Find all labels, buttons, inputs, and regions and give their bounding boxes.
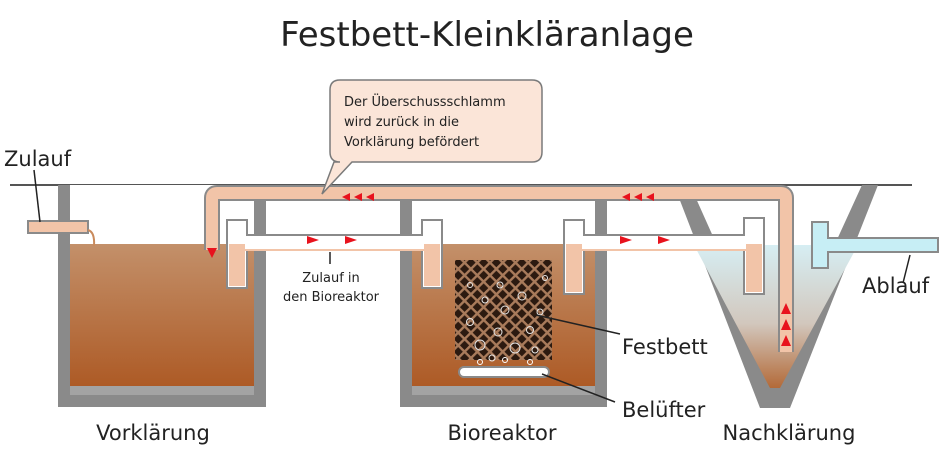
inflow-reactor-label-2: den Bioreaktor (283, 290, 380, 305)
outflow-label: Ablauf (862, 274, 930, 298)
bioreactor-label: Bioreaktor (448, 421, 557, 445)
red-triangle-arrow-icon (207, 193, 791, 346)
aerator-bubble-icon (477, 357, 533, 365)
pre-clarification-tank (58, 185, 266, 407)
secondary-clarification-label: Nachklärung (723, 421, 856, 445)
aerator (458, 366, 550, 378)
callout-line-1: Der Überschussschlamm (344, 93, 506, 110)
fixed-bed-leader (535, 314, 621, 335)
fixed-bed-label: Festbett (622, 335, 708, 359)
callout-line-2: wird zurück in die (344, 115, 459, 130)
pre-clarification-label: Vorklärung (96, 421, 210, 445)
inflow-reactor-label-1: Zulauf in (302, 271, 360, 286)
inflow-label: Zulauf (4, 147, 72, 171)
secondary-clarification-tank (674, 185, 878, 408)
air-bubble-icon (466, 275, 548, 362)
callout-bubble (321, 79, 543, 195)
secondary-clarification-water (694, 245, 858, 388)
outflow-pipe (811, 221, 939, 269)
fixed-bed (455, 260, 552, 360)
aerator-leader (541, 373, 616, 403)
recirculation-pipe (206, 187, 792, 352)
inflow-pipe (27, 169, 96, 247)
pre-clarification-sludge (70, 244, 254, 387)
aerator-label: Belüfter (622, 398, 706, 422)
callout-line-3: Vorklärung befördert (344, 135, 479, 150)
diagram-title: Festbett-Kleinkläranlage (280, 15, 694, 55)
